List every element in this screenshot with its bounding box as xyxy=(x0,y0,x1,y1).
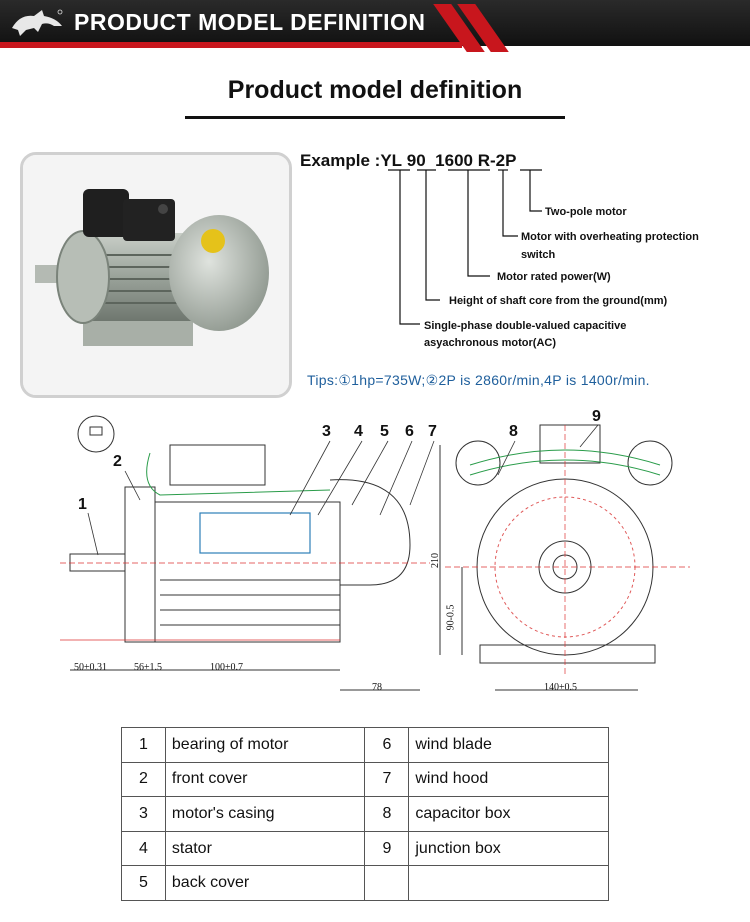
label-shaft-height: Height of shaft core from the ground(mm) xyxy=(449,295,668,307)
dimension-90: 90-0.5 xyxy=(445,604,457,631)
part-name: back cover xyxy=(164,865,366,901)
dimension-78: 78 xyxy=(372,682,382,693)
model-code-height: 90 xyxy=(406,151,426,170)
label-motor-type-line2: asyachronous motor(AC) xyxy=(424,337,557,349)
part-number: 4 xyxy=(121,830,166,867)
callout-4: 4 xyxy=(354,423,363,440)
dimension-140: 140±0.5 xyxy=(544,682,577,693)
part-number: 3 xyxy=(121,796,166,832)
part-number: 7 xyxy=(364,761,410,798)
part-name: wind hood xyxy=(408,761,609,798)
table-row: 3 motor's casing 8 capacitor box xyxy=(121,796,609,832)
model-code-series: YL xyxy=(380,151,403,170)
title-underline xyxy=(185,116,565,119)
model-code-poles: 2P xyxy=(495,151,517,170)
example-prefix: Example : xyxy=(300,151,381,170)
part-number: 2 xyxy=(121,761,166,798)
callout-2: 2 xyxy=(113,453,122,470)
label-overheat-switch: switch xyxy=(521,249,556,261)
part-number xyxy=(364,865,410,901)
part-number: 8 xyxy=(364,796,410,832)
parts-table: 1 bearing of motor 6 wind blade 2 front … xyxy=(121,727,609,901)
part-number: 1 xyxy=(121,727,166,763)
header-banner: PRODUCT MODEL DEFINITION xyxy=(0,0,750,52)
table-row: 5 back cover xyxy=(121,865,609,901)
motor-illustration xyxy=(23,155,289,395)
callout-1: 1 xyxy=(78,496,87,513)
motor-photo xyxy=(20,152,292,398)
label-motor-type-line1: Single-phase double-valued capacitive xyxy=(424,320,627,332)
part-name: bearing of motor xyxy=(164,727,366,763)
model-code-protection: R xyxy=(477,151,490,170)
banner-title: PRODUCT MODEL DEFINITION xyxy=(74,9,426,35)
part-name xyxy=(408,865,609,901)
tips-text: Tips:①1hp=735W;②2P is 2860r/min,4P is 14… xyxy=(307,372,650,388)
model-example: Example :YL 90 1600 R-2P xyxy=(300,151,516,171)
callout-3: 3 xyxy=(322,423,331,440)
label-rated-power: Motor rated power(W) xyxy=(497,271,611,283)
part-name: wind blade xyxy=(408,727,609,763)
callout-7: 7 xyxy=(428,423,437,440)
part-name: junction box xyxy=(408,830,609,867)
part-number: 6 xyxy=(364,727,410,763)
part-name: front cover xyxy=(164,761,366,798)
table-row: 4 stator 9 junction box xyxy=(121,830,609,867)
table-row: 2 front cover 7 wind hood xyxy=(121,761,609,798)
banner-red-line xyxy=(0,42,462,48)
callout-9: 9 xyxy=(592,408,601,425)
callout-8: 8 xyxy=(509,423,518,440)
part-number: 5 xyxy=(121,865,166,901)
label-overheat-protection: Motor with overheating protection xyxy=(521,231,699,243)
part-name: capacitor box xyxy=(408,796,609,832)
model-code-dash: - xyxy=(490,151,496,170)
part-name: motor's casing xyxy=(164,796,366,832)
label-two-pole: Two-pole motor xyxy=(545,206,627,218)
model-leader-lines xyxy=(388,169,542,325)
dimension-100: 100±0.7 xyxy=(210,662,243,673)
horse-logo-icon xyxy=(12,9,63,36)
dimension-210: 210 xyxy=(430,553,441,568)
callout-5: 5 xyxy=(380,423,389,440)
dimension-56: 56±1.5 xyxy=(134,662,162,673)
table-row: 1 bearing of motor 6 wind blade xyxy=(121,727,609,763)
banner-background xyxy=(0,0,750,46)
part-number: 9 xyxy=(364,830,410,867)
callout-6: 6 xyxy=(405,423,414,440)
model-code-power: 1600 xyxy=(435,151,473,170)
technical-drawing xyxy=(60,415,690,691)
part-name: stator xyxy=(164,830,366,867)
dimension-50: 50±0.31 xyxy=(74,662,107,673)
page-title: Product model definition xyxy=(227,76,523,104)
